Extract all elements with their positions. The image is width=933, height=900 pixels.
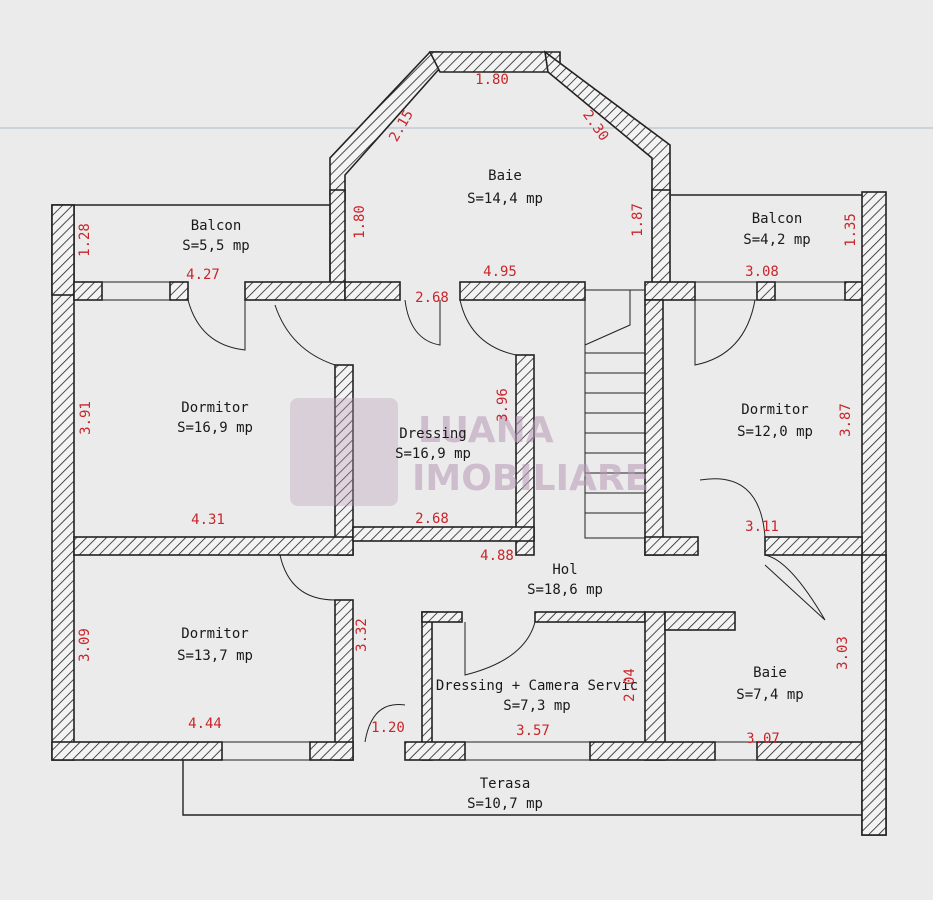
watermark-logo [290,398,398,506]
room-dormitor-left-top-name: Dormitor [181,400,248,416]
wall-balcon-left-a [73,281,103,301]
bay-left-down [329,189,346,286]
dim-3-08: 3.08 [745,264,779,280]
window-1 [101,281,171,301]
dim-3-09: 3.09 [77,628,93,662]
room-dormitor-left-bottom-area: S=13,7 mp [177,648,253,664]
balcon-left-outline [74,204,331,282]
bay-right-down [651,189,671,286]
wall-camera-left [421,611,433,761]
wall-baie-bottom-b [459,281,586,301]
dim-4-95: 4.95 [483,264,517,280]
room-balcon-left-area: S=5,5 mp [182,238,249,254]
room-dressing-area: S=16,9 mp [395,446,471,462]
dim-3-03: 3.03 [835,636,851,670]
window-3 [774,281,846,301]
room-labels: Baie S=14,4 mp Balcon S=5,5 mp Balcon S=… [177,168,813,812]
dim-4-88: 4.88 [480,548,514,564]
room-baie-bottom-area: S=7,4 mp [736,687,803,703]
wall-mid-left [73,536,354,556]
dim-4-31: 4.31 [191,512,225,528]
dim-1-35: 1.35 [843,213,859,247]
window-5 [464,741,591,761]
wall-bottom-d [589,741,716,761]
bay-wall-top [428,51,561,73]
wall-balcon-left-c [244,281,346,301]
thin-lines [74,194,862,816]
dim-1-87: 1.87 [630,203,646,237]
dim-3-96: 3.96 [495,388,511,422]
room-hol-name: Hol [552,562,577,578]
wall-balcon-right-a [644,281,696,301]
watermark-line2: IMOBILIARE [412,458,649,499]
bay-wall-left [329,51,441,201]
dim-4-27: 4.27 [186,267,220,283]
dim-3-87: 3.87 [838,403,854,437]
watermark-line1: LUANA [418,410,554,451]
room-terasa-area: S=10,7 mp [467,796,543,812]
room-dressing-camera-name: Dressing + Camera Servic [436,678,638,694]
dim-1-80-top: 1.80 [475,72,509,88]
bay-wall-right [543,50,671,201]
walls [51,50,887,836]
room-balcon-right-area: S=4,2 mp [743,232,810,248]
wall-bottom-a [51,741,223,761]
outer-right-lower [861,554,887,836]
wall-bedroom-bottom-right [334,599,354,761]
room-dressing-camera-area: S=7,3 mp [503,698,570,714]
wall-baie-bottom-a [344,281,401,301]
watermark: LUANA IMOBILIARE [290,398,649,506]
dim-1-20: 1.20 [371,720,405,736]
dim-3-57: 3.57 [516,723,550,739]
wall-bottom-b [309,741,354,761]
room-dressing-name: Dressing [399,426,466,442]
room-baie-bottom-name: Baie [753,665,787,681]
room-balcon-left-name: Balcon [191,218,242,234]
wall-bottom-c [404,741,466,761]
terasa-outline [182,760,862,816]
wall-mid-right-a [644,536,699,556]
dim-3-32: 3.32 [354,618,370,652]
wall-balcon-left-b [169,281,189,301]
balcon-left-side [51,204,75,296]
dim-3-07: 3.07 [746,731,780,747]
room-dormitor-right-name: Dormitor [741,402,808,418]
dim-3-91: 3.91 [78,401,94,435]
room-dormitor-left-bottom-name: Dormitor [181,626,248,642]
window-2 [694,281,758,301]
dim-2-68-bottom: 2.68 [415,511,449,527]
room-balcon-right-name: Balcon [752,211,803,227]
dim-1-80-left: 1.80 [352,205,368,239]
wall-baie-top [664,611,736,631]
dim-2-68-top: 2.68 [415,290,449,306]
wall-camera-top-b [534,611,646,623]
wall-camera-top-a [421,611,463,623]
room-baie-top-name: Baie [488,168,522,184]
wall-camera-right [644,611,666,761]
dim-2-04: 2.04 [622,668,638,702]
room-baie-top-area: S=14,4 mp [467,191,543,207]
wall-balcon-right-b [756,281,776,301]
wall-stair-right [644,299,664,556]
dim-3-11: 3.11 [745,519,779,535]
window-6 [714,741,758,761]
wall-mid-right-b [764,536,863,556]
wall-dressing-bottom [352,526,535,542]
wall-balcon-right-c [844,281,863,301]
room-dormitor-right-area: S=12,0 mp [737,424,813,440]
dim-1-28: 1.28 [77,223,93,257]
room-hol-area: S=18,6 mp [527,582,603,598]
stairs [584,289,646,539]
room-terasa-name: Terasa [480,776,531,792]
dim-4-44: 4.44 [188,716,222,732]
wall-dressing-right [515,354,535,556]
window-4 [221,741,311,761]
room-dormitor-left-top-area: S=16,9 mp [177,420,253,436]
